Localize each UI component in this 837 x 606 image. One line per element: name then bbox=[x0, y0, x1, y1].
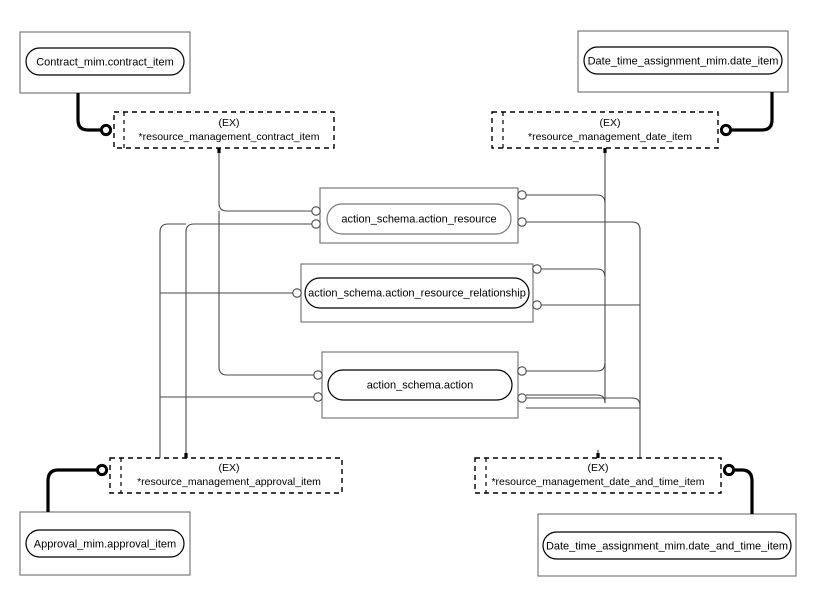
thick-circle-approval bbox=[95, 463, 109, 477]
external-ref-date-and-time-item[interactable]: (EX) *resource_management_date_and_time_… bbox=[474, 457, 722, 494]
thin-connector-layer bbox=[159, 148, 641, 493]
port-action-left-bottom bbox=[313, 392, 323, 402]
entity-date-item-label: Date_time_assignment_mim.date_item bbox=[588, 55, 779, 67]
link-date-trunk bbox=[526, 148, 606, 404]
external-ref-approval-item-frame bbox=[109, 457, 343, 494]
link-datetime-action-right-bottom bbox=[526, 397, 641, 407]
external-ref-date-item[interactable]: (EX) *resource_management_date_item bbox=[491, 111, 719, 149]
entity-action-resource[interactable]: action_schema.action_resource bbox=[319, 187, 519, 244]
entity-action-resource-relationship-pill bbox=[304, 277, 530, 309]
entity-approval-item[interactable]: Approval_mim.approval_item bbox=[19, 511, 191, 576]
external-ref-contract-item[interactable]: (EX) *resource_management_contract_item bbox=[113, 111, 335, 149]
entity-action-pill bbox=[327, 369, 513, 401]
port-relationship-right-bottom bbox=[532, 300, 542, 310]
port-circle-layer bbox=[292, 190, 542, 403]
thick-circle-date-and-time bbox=[722, 463, 736, 477]
external-ref-date-item-prefix: (EX) bbox=[600, 117, 621, 129]
entity-date-and-time-item-pill bbox=[542, 531, 792, 560]
external-ref-date-and-time-item-label: *resource_management_date_and_time_item bbox=[491, 476, 704, 488]
link-approval-trunk bbox=[185, 223, 312, 458]
port-action-resource-left-top bbox=[311, 206, 321, 216]
entity-action[interactable]: action_schema.action bbox=[321, 351, 519, 419]
port-action-right-bottom bbox=[517, 393, 527, 403]
external-ref-date-item-frame bbox=[491, 111, 719, 149]
link-date-to-action-resource bbox=[526, 194, 606, 204]
thin-connector-adjust-layer bbox=[526, 362, 641, 407]
entity-contract-item-pill bbox=[25, 47, 185, 76]
external-ref-date-and-time-item-prefix: (EX) bbox=[588, 462, 609, 474]
thick-circle-contract bbox=[99, 123, 113, 137]
entity-date-and-time-item[interactable]: Date_time_assignment_mim.date_and_time_i… bbox=[537, 513, 797, 577]
entity-contract-item-label: Contract_mim.contract_item bbox=[36, 56, 174, 68]
entity-contract-item[interactable]: Contract_mim.contract_item bbox=[19, 31, 191, 94]
port-action-resource-left-bottom bbox=[311, 219, 321, 229]
thick-link-date bbox=[732, 92, 774, 132]
port-action-left-top bbox=[313, 370, 323, 380]
port-relationship-left bbox=[292, 288, 302, 298]
external-ref-contract-item-prefix: (EX) bbox=[219, 117, 240, 129]
entity-action-resource-pill bbox=[326, 203, 512, 235]
port-action-right-top bbox=[517, 366, 527, 376]
thick-link-approval bbox=[46, 468, 96, 512]
entity-approval-item-label: Approval_mim.approval_item bbox=[34, 538, 176, 550]
entity-date-item[interactable]: Date_time_assignment_mim.date_item bbox=[577, 30, 789, 93]
entity-date-item-pill bbox=[583, 46, 783, 75]
link-contract-trunk bbox=[218, 148, 312, 212]
thick-link-date-and-time bbox=[735, 468, 754, 514]
link-date-action-right-top bbox=[526, 362, 606, 372]
entity-date-and-time-item-label: Date_time_assignment_mim.date_and_time_i… bbox=[546, 540, 788, 552]
external-ref-date-and-time-item-frame bbox=[474, 457, 722, 494]
link-date-to-relationship bbox=[541, 268, 606, 278]
port-relationship-right-top bbox=[532, 264, 542, 274]
external-ref-date-item-label: *resource_management_date_item bbox=[528, 131, 692, 143]
external-ref-approval-item[interactable]: (EX) *resource_management_approval_item bbox=[109, 457, 343, 494]
entity-action-resource-relationship-label: action_schema.action_resource_relationsh… bbox=[308, 287, 526, 299]
entity-approval-item-pill bbox=[25, 529, 185, 558]
entity-action-resource-relationship[interactable]: action_schema.action_resource_relationsh… bbox=[300, 263, 534, 323]
ex-stub-layer bbox=[184, 148, 607, 458]
link-contract-to-action bbox=[218, 211, 314, 376]
entity-action-resource-label: action_schema.action_resource bbox=[341, 213, 496, 225]
external-ref-contract-item-label: *resource_management_contract_item bbox=[139, 131, 320, 143]
entity-action-label: action_schema.action bbox=[367, 379, 473, 391]
link-datetime-trunk bbox=[526, 221, 641, 493]
port-action-resource-right-top bbox=[517, 190, 527, 200]
external-ref-contract-item-frame bbox=[113, 111, 335, 149]
external-ref-approval-item-prefix: (EX) bbox=[219, 462, 240, 474]
thick-connector-layer bbox=[46, 92, 774, 514]
link-left-outer-trunk bbox=[159, 223, 186, 489]
port-action-resource-right-bottom bbox=[517, 217, 527, 227]
thick-link-contract bbox=[76, 93, 100, 132]
thick-circle-date bbox=[719, 123, 733, 137]
external-ref-approval-item-label: *resource_management_approval_item bbox=[137, 476, 321, 488]
